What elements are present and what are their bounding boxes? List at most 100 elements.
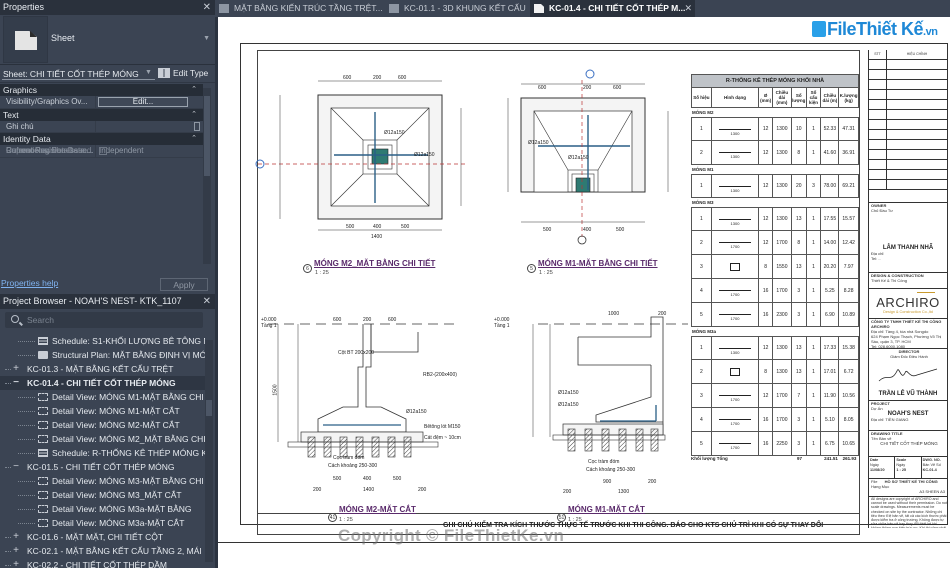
revision-row [869,140,947,150]
group-text[interactable]: Text ⌃ [0,108,203,121]
view-title-m2-plan[interactable]: MÓNG M2_MẶT BẰNG CHI TIẾT [314,259,436,268]
shape-length: 1700 [730,421,740,426]
copyright-watermark: Copyright © FileThietKe.vn [338,526,565,545]
browser-item[interactable]: Schedule: S1-KHỐI LƯỢNG BÊ TÔNG MÓNG [0,334,205,348]
browser-item[interactable]: Detail View: MÓNG M1-MẶT BẰNG CHI TIẾT [0,390,205,404]
expand-icon[interactable]: + [13,545,19,556]
browser-item[interactable]: Detail View: MÓNG M3a-MẶT CẮT [0,516,205,530]
browser-item[interactable]: Detail View: MÓNG M3_MẶT CẮT [0,488,205,502]
browser-item[interactable]: −KC-01.5 - CHI TIẾT CỐT THÉP MÓNG [0,460,205,474]
detail-icon [38,435,48,443]
cell-kg: 12.42 [842,239,855,246]
chevron-down-icon[interactable]: ▼ [203,35,210,42]
dim-label: 1400 [371,234,383,240]
browser-item[interactable]: −KC-01.4 - CHI TIẾT CỐT THÉP MÓNG [0,376,205,390]
col-header: Số lượng [792,88,807,107]
prop-row-note: Ghi chú [0,120,203,133]
dim-label: 400 [363,476,372,482]
tree-connector [18,439,35,440]
tab-kc-01-4[interactable]: KC-01.4 - CHI TIẾT CỐT THÉP M... ✕ [530,0,695,17]
chevron-down-icon[interactable]: ▼ [145,69,152,76]
m2-section-drawing[interactable] [258,307,458,467]
rebar-label: Ø12a150 [558,390,579,396]
sheet-canvas[interactable]: FileThiết Kế.vn GHI CHÚ KIỂM TRA KÍCH TH… [218,17,950,568]
shape-length: 1700 [730,292,740,297]
tab-label: KC-01.4 - CHI TIẾT CỐT THÉP M... [549,3,686,13]
cell-len: 1300 [773,208,792,230]
close-tab-icon[interactable]: ✕ [684,3,692,13]
expand-icon[interactable]: + [13,363,19,374]
expand-icon[interactable]: + [13,531,19,542]
view-title-m2-section[interactable]: MÓNG M2-MẶT CẮT [339,505,416,514]
collapse-icon[interactable]: ⌃ [191,86,197,93]
collapse-icon[interactable]: − [13,377,19,388]
browser-item[interactable]: +KC-02.2 - CHI TIẾT CỐT THÉP DẦM [0,558,205,568]
browser-scrollbar[interactable] [205,340,213,562]
group-graphics[interactable]: Graphics ⌃ [0,84,203,96]
browser-item[interactable]: Schedule: R-THỐNG KÊ THÉP MÓNG KHỐI NHÀ [0,446,205,460]
m2-plan-drawing[interactable] [255,67,468,237]
browser-item-label: Detail View: MÓNG M2-MẶT CẮT [52,420,180,430]
properties-scrollbar[interactable] [203,88,211,264]
cell-d: 12 [759,141,774,164]
tab-architectural-plan[interactable]: MẶT BẰNG KIẾN TRÚC TẦNG TRỆT... [215,0,383,17]
browser-item[interactable]: +KC-02.1 - MẶT BẰNG KẾT CẤU TẦNG 2, MÁI [0,544,205,558]
browser-item[interactable]: Structural Plan: MẶT BẰNG ĐỊNH VỊ MÓNG [0,348,205,362]
browser-item[interactable]: +KC-01.3 - MẶT BẰNG KẾT CẤU TRỆT [0,362,205,376]
apply-button[interactable]: Apply [160,278,208,291]
browser-item[interactable]: +KC-01.6 - MẶT MẶT, CHI TIẾT CỘT [0,530,205,544]
instance-selector[interactable]: Sheet: CHI TIẾT CỐT THÉP MÓNG [3,69,139,79]
bar-shape-icon [718,242,751,243]
properties-help-link[interactable]: Properties help [1,278,59,288]
revision-row [869,130,947,140]
browser-item[interactable]: Detail View: MÓNG M2_MẶT BẰNG CHI TIẾT [0,432,205,446]
m1-plan-drawing[interactable] [507,69,698,245]
group-identity-data[interactable]: Identity Data ⌃ [0,133,203,145]
revision-desc [887,100,947,109]
m1-section-drawing[interactable] [488,307,688,467]
revision-desc [887,130,947,139]
bar-shape-icon [718,290,751,291]
view-title-m1-section[interactable]: MÓNG M1-MẶT CẮT [568,505,645,514]
browse-button[interactable] [194,121,200,131]
close-icon[interactable]: ✕ [202,2,211,13]
browser-item[interactable]: Detail View: MÓNG M1-MẶT CẮT [0,404,205,418]
note-value-field[interactable] [96,121,203,133]
expand-icon[interactable]: + [13,559,19,568]
search-input[interactable]: Search [5,312,203,328]
rebar-schedule[interactable]: R-THỐNG KÊ THÉP MÓNG KHỐI NHÀ Số hiệu Hì… [691,74,859,465]
edit-type-button[interactable]: Edit Type [158,68,208,78]
view-title-m1-plan[interactable]: MÓNG M1-MẶT BẰNG CHI TIẾT [538,259,658,268]
dim-label: 200 [313,487,322,493]
collapse-icon[interactable]: ⌃ [191,135,197,142]
close-icon[interactable]: ✕ [202,296,211,307]
collapse-icon[interactable]: ⌃ [191,110,197,118]
type-selector[interactable]: Sheet ▼ [0,15,215,65]
tree-connector [5,467,11,468]
cell-qty: 3 [792,303,807,326]
collapse-icon[interactable]: − [13,461,19,472]
browser-item[interactable]: Detail View: MÓNG M2-MẶT CẮT [0,418,205,432]
tab-3d-frame[interactable]: KC-01.1 - 3D KHUNG KẾT CẤU [385,0,526,17]
browser-item[interactable]: Detail View: MÓNG M3-MẶT BẰNG CHI TIẾT [0,474,205,488]
scrollbar-thumb[interactable] [204,96,210,176]
revision-issued-checkbox[interactable] [99,147,107,155]
scrollbar-thumb[interactable] [206,400,212,416]
browser-item[interactable]: Detail View: MÓNG M3a-MẶT BẰNG [0,502,205,516]
sheet-border [240,43,948,525]
edit-visibility-button[interactable]: Edit... [98,97,188,107]
revision-desc [887,150,947,159]
